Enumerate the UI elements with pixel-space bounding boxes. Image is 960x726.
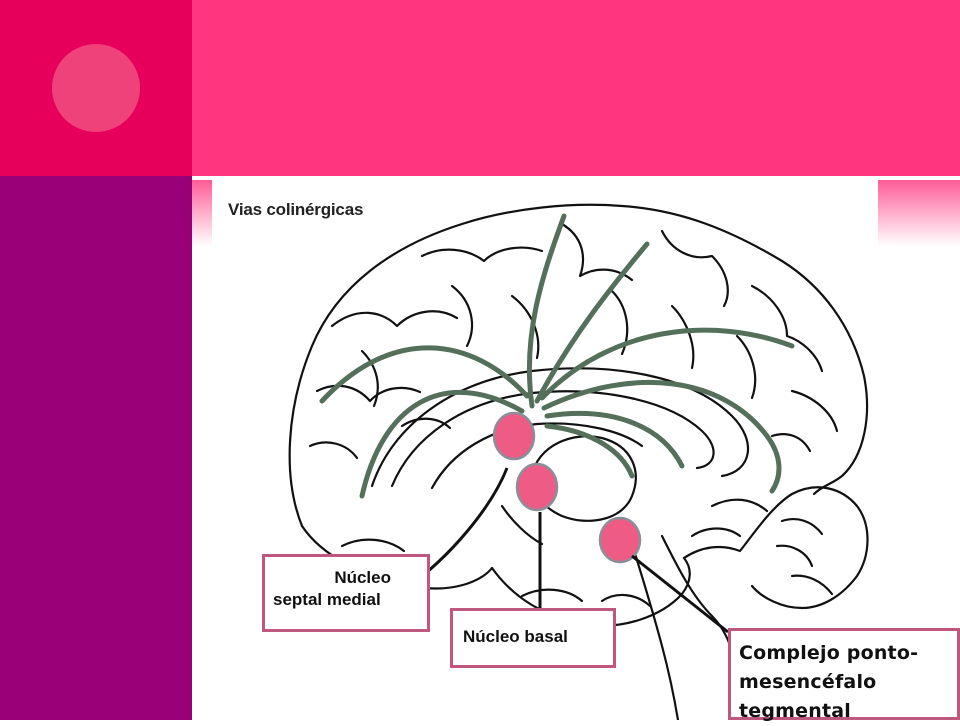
marker-tegmental (598, 516, 642, 564)
nucleus-markers (492, 411, 642, 564)
label-basal-text: Núcleo basal (463, 627, 568, 646)
sidebar-column (0, 176, 192, 720)
label-complejo-line2: mesencéfalo (739, 671, 877, 693)
diagram-title: Vias colinérgicas (228, 200, 364, 219)
marker-septal (492, 411, 536, 461)
brain-diagram: Vias colinérgicas Núcleo septal medial N… (192, 176, 960, 722)
label-septal-line2: septal medial (273, 590, 381, 609)
label-septal-medial: Núcleo septal medial (262, 554, 430, 632)
fade-strip-right (878, 180, 960, 246)
decorative-circle (52, 44, 140, 132)
label-nucleo-basal: Núcleo basal (450, 608, 616, 668)
label-complejo-tegmental: Complejo ponto- mesencéfalo tegmental (728, 628, 960, 722)
label-complejo-line3: tegmental (739, 700, 851, 722)
label-complejo-line1: Complejo ponto- (739, 642, 919, 664)
marker-basal (515, 462, 559, 512)
fade-strip-left (192, 180, 212, 246)
title-bar (192, 0, 960, 176)
cholinergic-pathways (319, 213, 795, 499)
label-septal-line1: Núcleo (334, 568, 391, 587)
